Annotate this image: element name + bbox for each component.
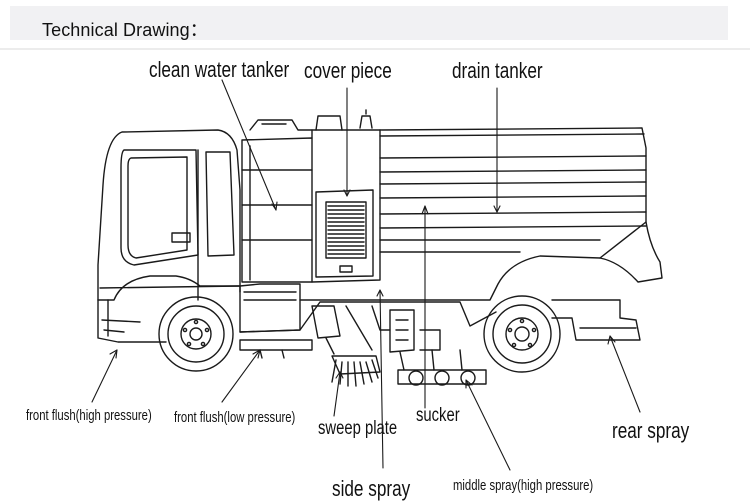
label-front-flush-high: front flush(high pressure) <box>26 408 152 424</box>
label-drain-tanker: drain tanker <box>452 58 543 83</box>
leader-lines <box>91 79 641 471</box>
label-sweep-plate: sweep plate <box>318 418 398 439</box>
front-wheel <box>158 296 234 372</box>
label-cover-piece: cover piece <box>304 58 392 83</box>
label-clean-water-tanker: clean water tanker <box>149 57 290 82</box>
drain-tank <box>379 127 663 301</box>
label-side-spray: side spray <box>332 476 411 501</box>
clean-water-tank <box>241 115 343 283</box>
cover-compartment <box>311 109 381 283</box>
label-middle-spray: middle spray(high pressure) <box>453 478 594 494</box>
rear-wheel <box>483 295 561 373</box>
diagram-title: Technical Drawing： <box>42 20 208 40</box>
label-sucker: sucker <box>416 405 460 426</box>
label-front-flush-low: front flush(low pressure) <box>174 410 296 426</box>
divider <box>0 48 750 50</box>
sweep-assembly <box>311 305 487 387</box>
chassis <box>239 283 641 359</box>
truck-cab <box>97 129 241 343</box>
label-rear-spray: rear spray <box>612 418 690 443</box>
header-bar: Technical Drawing： <box>10 6 728 40</box>
